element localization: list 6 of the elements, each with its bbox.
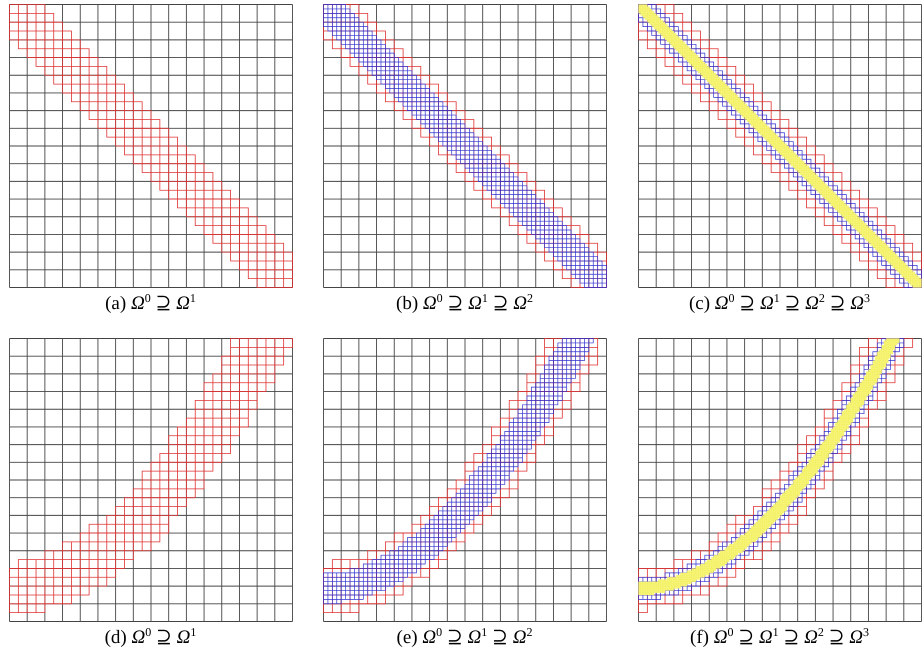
subfigure-caption: (b) Ω$^{0}$ ⊇ Ω$^{1}$ ⊇ Ω$^{2}$ [396,294,533,315]
subfigure-caption: (a) Ω$^{0}$ ⊇ Ω$^{1}$ [105,294,196,315]
subfigure-caption: (f) Ω$^{0}$ ⊇ Ω$^{1}$ ⊇ Ω$^{2}$ ⊇ Ω$^{3}$ [690,628,869,649]
subfigure-caption: (d) Ω$^{0}$ ⊇ Ω$^{1}$ [104,628,196,649]
subfigure-caption: (c) Ω$^{0}$ ⊇ Ω$^{1}$ ⊇ Ω$^{2}$ ⊇ Ω$^{3}$ [688,294,870,315]
subfigure-caption: (e) Ω$^{0}$ ⊇ Ω$^{1}$ ⊇ Ω$^{2}$ [396,628,532,649]
